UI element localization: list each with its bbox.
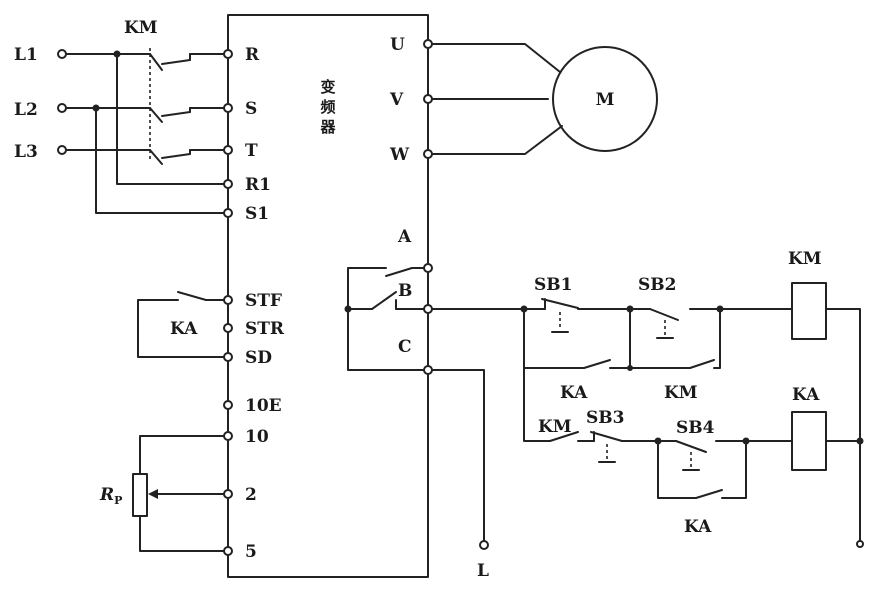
label-c: C [398, 337, 412, 357]
ka-forward-label: KA [170, 319, 198, 339]
terminal-r1 [223, 179, 233, 189]
label-5: 5 [245, 542, 257, 562]
wire-l2-to-s1 [95, 107, 229, 214]
terminal-10 [223, 431, 233, 441]
label-str: STR [245, 319, 285, 339]
terminal-s [223, 103, 233, 113]
label-10e: 10E [245, 396, 282, 416]
label-stf: STF [245, 291, 282, 311]
inverter-name-char: 变 [320, 78, 335, 96]
junction-relay [344, 305, 352, 313]
output-terminals [423, 39, 433, 159]
wire-u [431, 43, 561, 73]
terminal-2 [223, 489, 233, 499]
junction-l1 [113, 50, 121, 58]
pot-body [132, 473, 148, 517]
motor [552, 46, 658, 152]
label-t: T [245, 141, 258, 161]
terminal-s1 [223, 208, 233, 218]
wire-l1-to-r1 [116, 53, 229, 185]
km-interlock-label: KM [538, 417, 572, 437]
terminal-l3 [57, 145, 67, 155]
terminal-sd [223, 352, 233, 362]
pot-wiper-arrow [148, 489, 158, 499]
terminal-l1 [57, 49, 67, 59]
label-r: R [245, 45, 260, 65]
km-coil [791, 282, 827, 340]
supply-label-l3: L3 [14, 142, 38, 162]
terminal-v [423, 94, 433, 104]
km-main-contacts [149, 48, 229, 165]
label-s: S [245, 99, 257, 119]
terminal-5 [223, 546, 233, 556]
label-a: A [397, 227, 412, 247]
label-10: 10 [245, 427, 269, 447]
terminal-b [423, 304, 433, 314]
input-terminals [57, 49, 233, 218]
wire-w [431, 125, 563, 155]
motor-label: M [596, 90, 615, 110]
terminal-str [223, 323, 233, 333]
terminal-neutral [479, 540, 489, 550]
inverter-relay-contacts [344, 267, 425, 371]
supply-label-l2: L2 [14, 100, 38, 120]
terminal-l2 [57, 103, 67, 113]
control-circuit [520, 282, 864, 548]
inverter-name: 变 频 器 [319, 78, 336, 136]
potentiometer [132, 435, 225, 552]
supply-label-l1: L1 [14, 45, 38, 65]
sb1-label: SB1 [534, 275, 572, 295]
inverter-name-char: 频 [320, 98, 335, 116]
junction-l2 [92, 104, 100, 112]
label-u: U [390, 35, 405, 55]
terminal-t [223, 145, 233, 155]
label-r1: R1 [245, 175, 271, 195]
ka-coil [791, 411, 827, 471]
label-v: V [389, 90, 404, 110]
ka-forward-contact [137, 291, 225, 358]
sb2-label: SB2 [638, 275, 676, 295]
ka-seal-label: KA [560, 383, 588, 403]
terminal-a [423, 263, 433, 273]
km-seal-label: KM [664, 383, 698, 403]
sb3-label: SB3 [586, 408, 624, 428]
terminal-c [423, 365, 433, 375]
terminal-10e [223, 400, 233, 410]
terminal-u [423, 39, 433, 49]
wire-c-to-l [431, 369, 485, 542]
pot-label: RP [99, 485, 122, 507]
sb4-label: SB4 [676, 418, 715, 438]
label-s1: S1 [245, 204, 269, 224]
ka-seal-lower-label: KA [684, 517, 712, 537]
ka-coil-label: KA [792, 385, 820, 405]
label-w: W [389, 145, 410, 165]
inverter-name-char: 器 [319, 118, 336, 136]
label-sd: SD [245, 348, 272, 368]
terminal-r [223, 49, 233, 59]
terminal-stf [223, 295, 233, 305]
km-coil-label: KM [788, 249, 822, 269]
neutral-label: L [477, 561, 489, 581]
label-b: B [398, 281, 412, 301]
km-main-label: KM [124, 18, 158, 38]
label-2: 2 [245, 485, 257, 505]
terminal-w [423, 149, 433, 159]
